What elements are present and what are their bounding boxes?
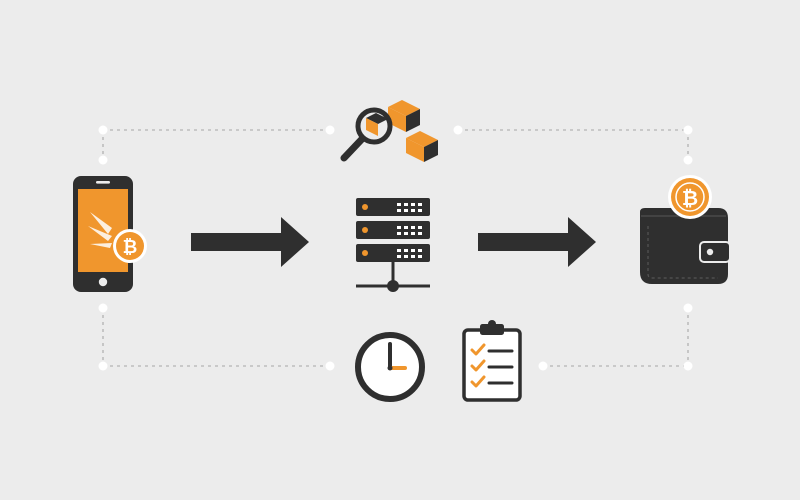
server-network-icon: [356, 198, 430, 292]
bitcoin-symbol: ₿: [682, 186, 698, 210]
flow-arrow-phone-to-server: [191, 217, 309, 267]
connector-node: [98, 361, 108, 371]
connector-node: [325, 125, 335, 135]
connector-nodes: [98, 125, 693, 371]
clock-icon: [355, 332, 425, 402]
connector-node: [98, 125, 108, 135]
connector-node: [683, 125, 693, 135]
connector-node: [683, 361, 693, 371]
flow-arrow-server-to-wallet: [478, 217, 596, 267]
connector-node: [683, 303, 693, 313]
connector-node: [325, 361, 335, 371]
connector-node: [683, 155, 693, 165]
bitcoin-symbol: ₿: [123, 237, 138, 258]
connector-node: [538, 361, 548, 371]
dashed-connector-loop: [102, 129, 689, 367]
connector-node: [98, 303, 108, 313]
magnifier-blocks-icon: [340, 100, 438, 162]
connector-node: [453, 125, 463, 135]
connector-node: [98, 155, 108, 165]
wallet-bitcoin-icon: ₿: [640, 175, 731, 284]
clipboard-checklist-icon: [462, 320, 522, 402]
smartphone-bitcoin-icon: ₿: [73, 176, 147, 292]
